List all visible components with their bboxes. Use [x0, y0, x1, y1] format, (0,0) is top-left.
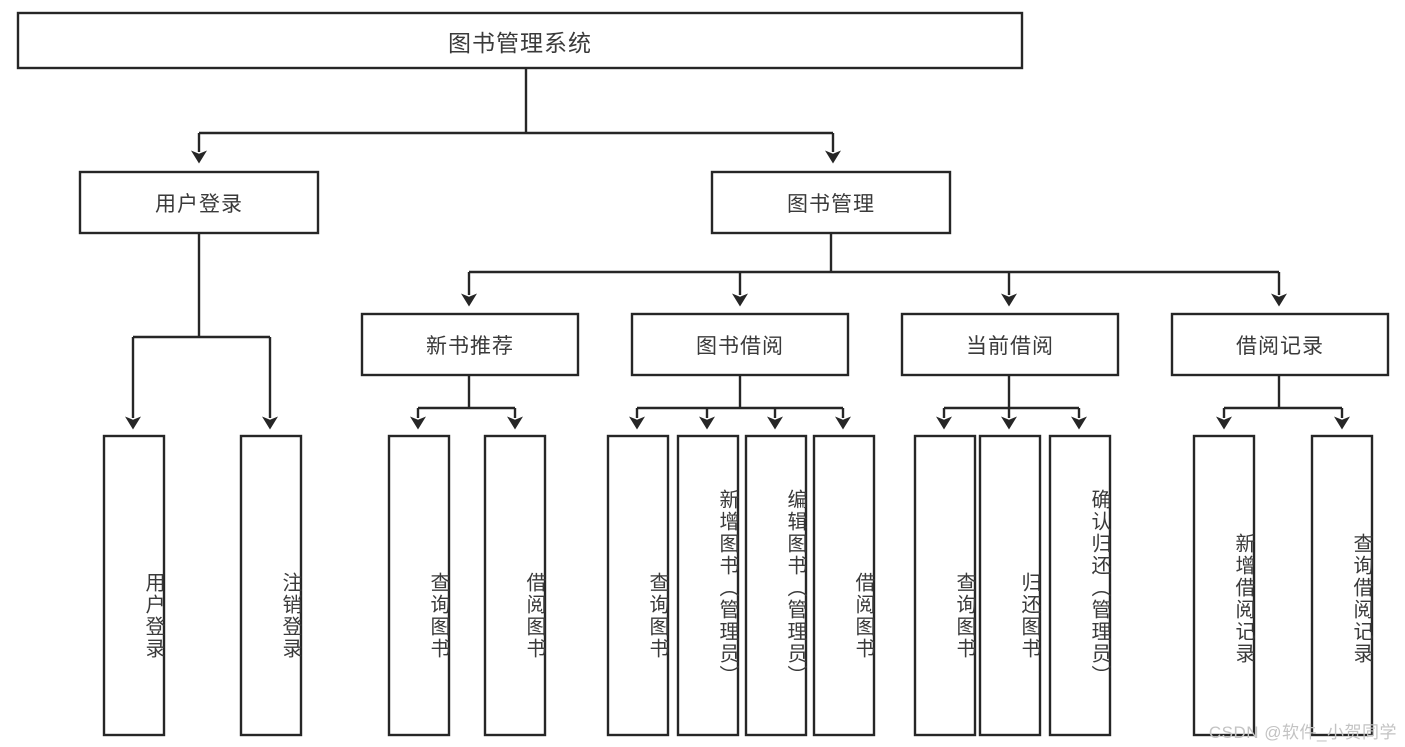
leaf-box-borrow-1[interactable] — [676, 434, 740, 737]
node-current-box[interactable] — [900, 312, 1120, 377]
leaf-box-user-login-0[interactable] — [102, 434, 166, 737]
node-book-manage-label: 图书管理 — [787, 192, 875, 216]
leaf-label-current-0: 查询图书 — [953, 572, 975, 660]
node-record-label: 借阅记录 — [1236, 334, 1324, 358]
leaf-box-current-2[interactable] — [1048, 434, 1112, 737]
leaf-label-current-2: 确认归还（管理员） — [1088, 489, 1110, 687]
node-user-login-label: 用户登录 — [155, 192, 243, 216]
leaf-box-user-login-1[interactable] — [239, 434, 303, 737]
leaf-box-record-1[interactable] — [1310, 434, 1374, 737]
leaf-box-current-1[interactable] — [978, 434, 1042, 737]
node-record-box[interactable] — [1170, 312, 1390, 377]
leaf-label-user-login-0: 用户登录 — [142, 572, 164, 660]
leaf-box-borrow-3[interactable] — [812, 434, 876, 737]
leaf-label-record-1: 查询借阅记录 — [1350, 533, 1372, 665]
leaf-box-new-book-0[interactable] — [387, 434, 451, 737]
leaf-box-current-0[interactable] — [913, 434, 977, 737]
leaf-box-record-0[interactable] — [1192, 434, 1256, 737]
node-book-manage-box[interactable] — [710, 170, 952, 235]
node-borrow-label: 图书借阅 — [696, 334, 784, 358]
leaf-label-borrow-1: 新增图书（管理员） — [716, 489, 738, 687]
node-root-box[interactable] — [16, 11, 1024, 70]
node-new-book-box[interactable] — [360, 312, 580, 377]
leaf-label-borrow-0: 查询图书 — [646, 572, 668, 660]
leaf-box-borrow-0[interactable] — [606, 434, 670, 737]
node-root-label: 图书管理系统 — [448, 29, 592, 56]
leaf-box-borrow-2[interactable] — [744, 434, 808, 737]
leaf-label-record-0: 新增借阅记录 — [1232, 533, 1254, 665]
leaf-label-new-book-0: 查询图书 — [427, 572, 449, 660]
node-current-label: 当前借阅 — [966, 334, 1054, 358]
node-new-book-label: 新书推荐 — [426, 334, 514, 358]
leaf-label-borrow-3: 借阅图书 — [852, 572, 874, 660]
node-borrow-box[interactable] — [630, 312, 850, 377]
leaf-box-new-book-1[interactable] — [483, 434, 547, 737]
leaf-label-user-login-1: 注销登录 — [279, 572, 301, 660]
leaf-label-current-1: 归还图书 — [1018, 572, 1040, 660]
leaf-label-new-book-1: 借阅图书 — [523, 572, 545, 660]
leaf-label-borrow-2: 编辑图书（管理员） — [784, 489, 806, 687]
